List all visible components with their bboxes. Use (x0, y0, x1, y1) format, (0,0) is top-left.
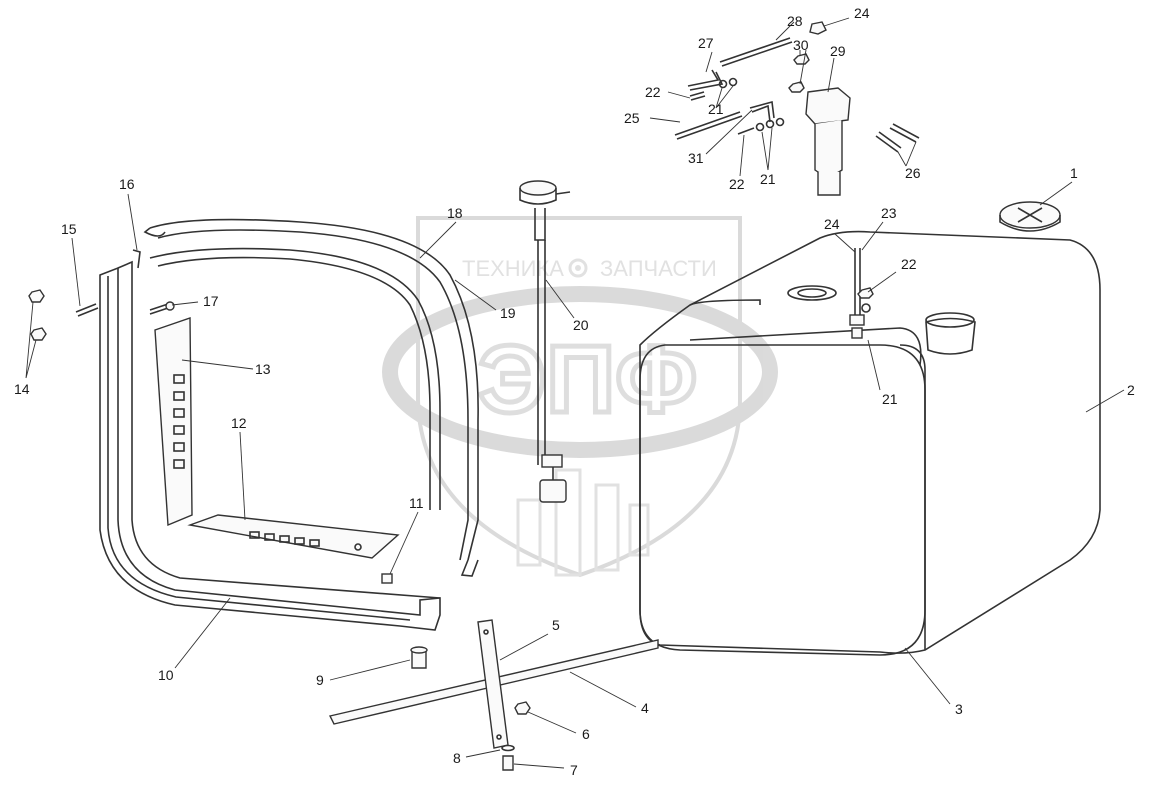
callout-16: 16 (119, 176, 135, 192)
rubber-pad-vertical (154, 317, 193, 527)
callout-3: 3 (955, 701, 963, 717)
callout-7: 7 (570, 762, 578, 778)
callout-26: 26 (905, 165, 921, 181)
callout-21-filter-a: 21 (708, 101, 724, 117)
callout-25: 25 (624, 110, 640, 126)
rubber-pad-horizontal (187, 514, 400, 559)
callout-22-tank: 22 (901, 256, 917, 272)
callout-22-filter-a: 22 (645, 84, 661, 100)
fasteners (28, 249, 531, 771)
callout-12: 12 (231, 415, 247, 431)
tank-strap-loop (639, 344, 926, 656)
fuel-level-sender (519, 180, 571, 503)
callout-19: 19 (500, 305, 516, 321)
fuel-filter-assembly (674, 21, 920, 196)
fuel-cap (999, 201, 1061, 232)
callout-24-filter: 24 (854, 5, 870, 21)
callout-23: 23 (881, 205, 897, 221)
tank-bracket-hoops (143, 218, 479, 577)
callout-31: 31 (688, 150, 704, 166)
callout-labels: 1 2 3 4 5 6 7 8 9 10 11 12 13 14 15 16 1… (14, 5, 1135, 778)
callout-20: 20 (573, 317, 589, 333)
callout-15: 15 (61, 221, 77, 237)
leader-lines (25, 17, 1125, 769)
watermark-pillars (516, 468, 650, 577)
callout-11: 11 (409, 495, 424, 511)
watermark-text-left: ТЕХНИКА (462, 256, 564, 281)
mounting-strap (328, 619, 659, 749)
callout-30: 30 (793, 37, 809, 53)
callout-5: 5 (552, 617, 560, 633)
callout-4: 4 (641, 700, 649, 716)
callout-9: 9 (316, 672, 324, 688)
callout-8: 8 (453, 750, 461, 766)
callout-27: 27 (698, 35, 714, 51)
callout-28: 28 (787, 13, 803, 29)
callout-18: 18 (447, 205, 463, 221)
callout-22-filter-b: 22 (729, 176, 745, 192)
watermark: ТЕХНИКА ЗАПЧАСТИ ЭПФ (382, 216, 778, 578)
vent-pipe (849, 248, 874, 339)
watermark-text-right: ЗАПЧАСТИ (600, 256, 717, 281)
tank-support-bracket (99, 260, 441, 631)
callout-29: 29 (830, 43, 846, 59)
watermark-letters: ЭПФ (478, 326, 697, 433)
gear-icon (568, 258, 588, 278)
callout-13: 13 (255, 361, 271, 377)
fuel-tank (639, 230, 1101, 654)
callout-24-tank: 24 (824, 216, 840, 232)
callout-21-filter-b: 21 (760, 171, 776, 187)
watermark-ring (382, 286, 778, 458)
callout-14: 14 (14, 381, 30, 397)
callout-21-tank: 21 (882, 391, 898, 407)
callout-10: 10 (158, 667, 174, 683)
callout-6: 6 (582, 726, 590, 742)
callout-17: 17 (203, 293, 219, 309)
callout-1: 1 (1070, 165, 1078, 181)
callout-2: 2 (1127, 382, 1135, 398)
